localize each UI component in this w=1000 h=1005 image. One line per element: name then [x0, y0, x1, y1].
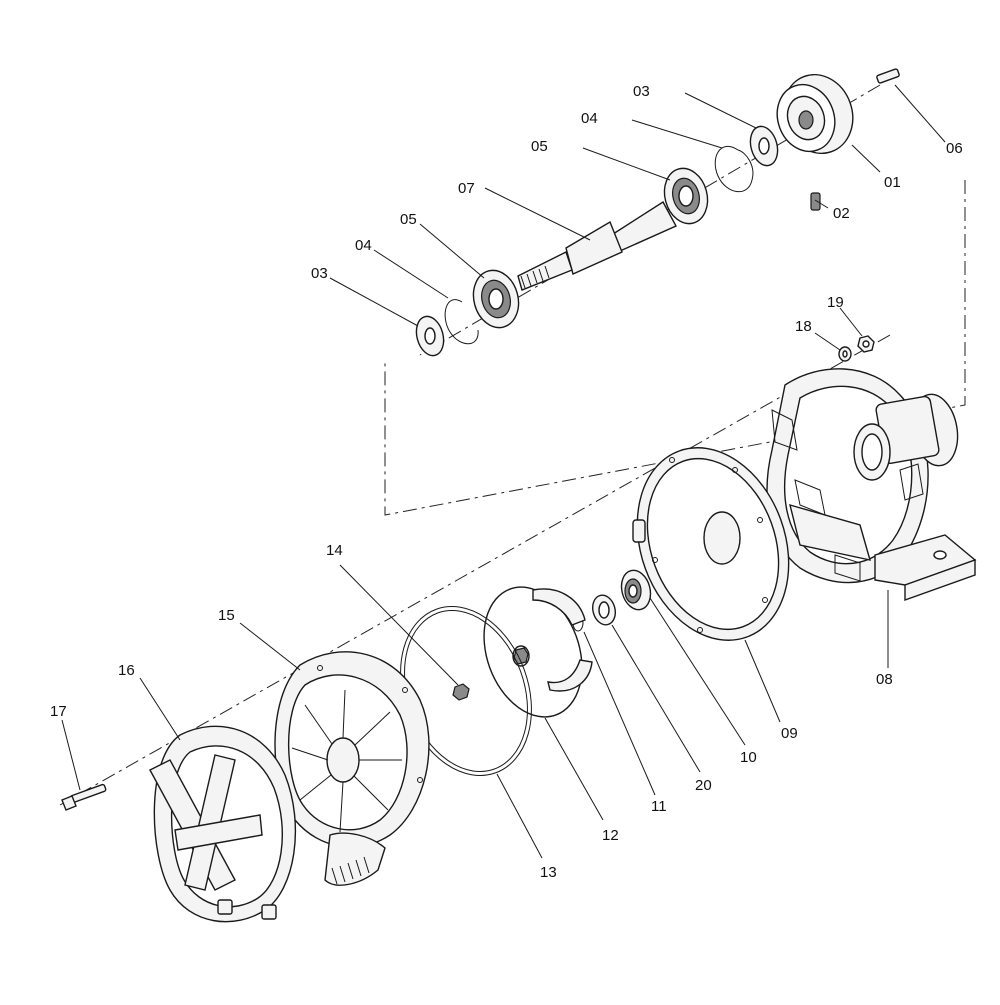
- label-18: 18: [795, 318, 812, 335]
- pump-casing-part-15: [274, 651, 430, 886]
- label-06: 06: [946, 140, 963, 157]
- label-05-upper: 05: [531, 138, 548, 155]
- set-screw-part-02: [810, 192, 821, 211]
- label-04-upper: 04: [581, 110, 598, 127]
- circlip-part-04-upper: [714, 145, 754, 192]
- leader-lines: [61, 84, 946, 859]
- cover-part-16: [149, 725, 297, 923]
- part-labels: 01 02 03 04 05 06 07 05 04 03 18 19 08 0…: [50, 83, 963, 881]
- label-11: 11: [651, 798, 667, 815]
- label-04-lower: 04: [355, 237, 372, 254]
- label-07: 07: [458, 180, 475, 197]
- label-16: 16: [118, 662, 135, 679]
- seal-seat-part-20: [591, 594, 617, 626]
- label-14: 14: [326, 542, 343, 559]
- pulley-part-01: [776, 73, 854, 155]
- seal-part-10: [620, 569, 652, 611]
- label-01: 01: [884, 174, 901, 191]
- shaft-part-07: [517, 201, 677, 291]
- impeller-nut-part-14: [452, 683, 470, 701]
- label-10: 10: [740, 749, 757, 766]
- key-part-06: [876, 68, 900, 84]
- label-02: 02: [833, 205, 850, 222]
- bearing-part-05-upper: [663, 167, 709, 225]
- label-05-lower: 05: [400, 211, 417, 228]
- housing-part-08: [766, 368, 977, 601]
- label-13: 13: [540, 864, 557, 881]
- label-03-upper: 03: [633, 83, 650, 100]
- label-19: 19: [827, 294, 844, 311]
- impeller-part-12: [483, 586, 593, 718]
- flange-plate-part-09: [632, 447, 790, 641]
- label-12: 12: [602, 827, 619, 844]
- washer-part-03-lower: [415, 315, 445, 357]
- label-03-lower: 03: [311, 265, 328, 282]
- nut-part-19: [857, 335, 875, 353]
- washer-part-18: [838, 346, 852, 362]
- circlip-part-04-lower: [444, 299, 479, 345]
- label-15: 15: [218, 607, 235, 624]
- label-17: 17: [50, 703, 67, 720]
- washer-part-03-upper: [749, 125, 779, 167]
- bolt-part-17: [61, 783, 107, 811]
- label-08: 08: [876, 671, 893, 688]
- label-20: 20: [695, 777, 712, 794]
- bearing-part-05-lower: [472, 269, 520, 329]
- label-09: 09: [781, 725, 798, 742]
